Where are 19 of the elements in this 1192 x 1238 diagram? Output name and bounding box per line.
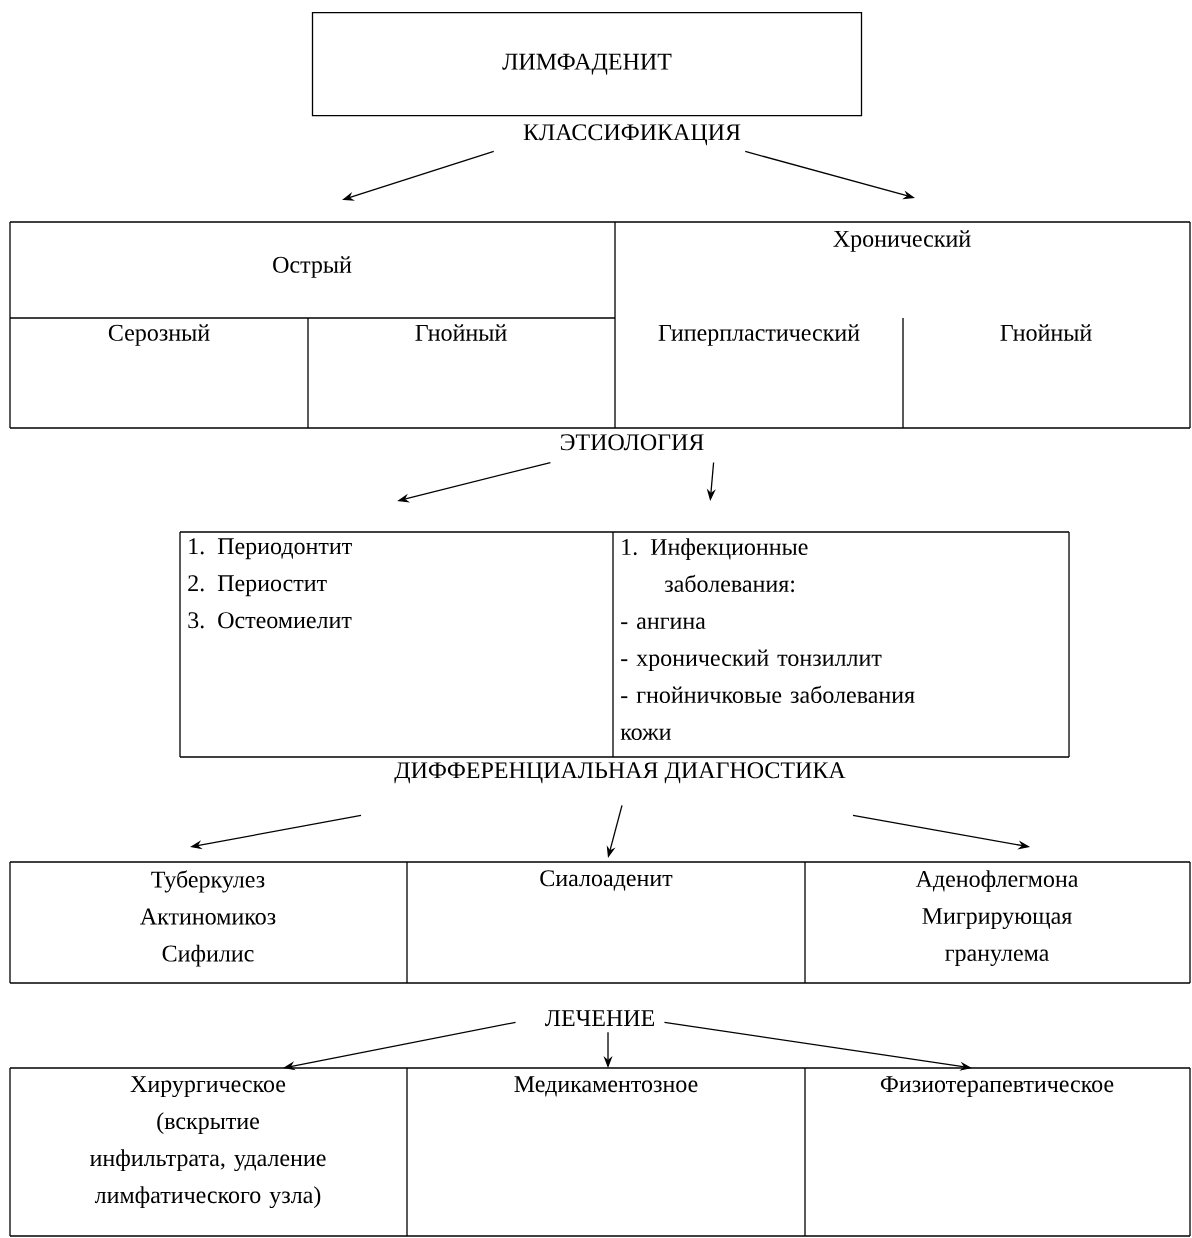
table-cell: Серозный [108, 324, 210, 346]
table-cell: Сиалоаденит [540, 870, 673, 891]
heading-text: ЭТИОЛОГИЯ [560, 434, 704, 451]
title-box: ЛИМФАДЕНИТ [311, 12, 863, 117]
table-cell: Медикаментозное [514, 1076, 698, 1097]
heading-text: ДИФФЕРЕНЦИАЛЬНАЯ ДИАГНОСТИКА [394, 762, 846, 784]
list-cell: 1. Инфекционные заболевания: - ангина - хронический тонзиллит - гнойничковые заболевания кожи [620, 538, 915, 741]
table-cell: Туберкулез Актиномикоз Сифилис [140, 870, 276, 967]
table-cell: Хронический [833, 230, 971, 252]
list-cell: 1. Периодонтит 2. Периостит 3. Остеомиелит [188, 538, 352, 629]
heading-text: КЛАССИФИКАЦИЯ [523, 124, 741, 146]
table-cell: Физиотерапевтическое [880, 1076, 1114, 1098]
table-cell: Гиперпластический [658, 324, 860, 346]
table-cell: Гнойный [415, 324, 507, 341]
table-cell: Острый [273, 256, 352, 278]
table-cell: Аденофлегмона Мигрирующая гранулема [915, 870, 1079, 967]
table-cell: Хирургическое (вскрытие инфильтрата, удаление лимфатического узла) [90, 1076, 326, 1209]
heading-text: ЛЕЧЕНИЕ [544, 1010, 655, 1027]
table-cell: Гнойный [1000, 324, 1092, 341]
